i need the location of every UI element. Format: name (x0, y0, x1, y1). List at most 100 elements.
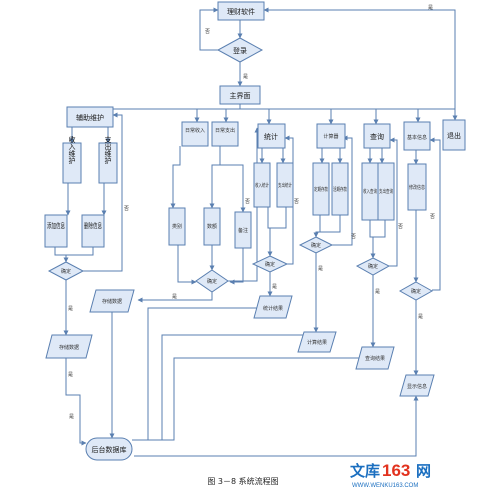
node-basic-info: 基本信息 (403, 121, 431, 151)
node-show-info: 显示信息 (399, 374, 435, 397)
node-category: 类别 (168, 207, 186, 246)
svg-text:类别: 类别 (172, 223, 182, 230)
svg-text:计算器: 计算器 (323, 133, 338, 140)
node-confirm-calc: 确定 (298, 236, 334, 254)
edge-label-yes-calc: 是 (318, 266, 323, 272)
node-calc: 计算器 (316, 123, 346, 149)
node-income-stats: 收入统计 (253, 162, 271, 208)
edge-label-no-login: 否 (205, 29, 210, 35)
svg-text:理财软件: 理财软件 (227, 7, 255, 16)
node-modify-info: 修改信息 (407, 163, 427, 211)
svg-text:后台数据库: 后台数据库 (92, 445, 127, 454)
node-current-deposit: 活期存款 (331, 162, 349, 216)
connectors (54, 7, 458, 457)
edge-label-yes-query: 是 (375, 289, 380, 295)
node-confirm-aux: 确定 (47, 261, 85, 281)
node-aux: 辅助维护 (66, 106, 114, 128)
svg-text:退出: 退出 (447, 131, 461, 140)
svg-text:统计结果: 统计结果 (263, 305, 283, 312)
watermark-logo: 文库 163 网 WWW.WENKU163.COM (350, 461, 431, 489)
node-confirm-daily: 确定 (195, 269, 229, 293)
svg-text:确定: 确定 (411, 288, 421, 295)
node-remark: 备注 (234, 211, 252, 249)
edge-label-yes-stats: 是 (272, 284, 277, 290)
node-confirm-query: 确定 (355, 257, 391, 276)
node-query-result: 查询结果 (355, 346, 395, 370)
node-expense-stats: 支出统计 (276, 162, 294, 208)
node-fixed-deposit: 定期存款 (312, 162, 330, 216)
svg-text:支出统计: 支出统计 (278, 182, 292, 189)
edge-label-no-daily: 否 (245, 199, 250, 205)
svg-text:查询: 查询 (370, 132, 384, 141)
svg-text:定期存款: 定期存款 (314, 186, 328, 193)
edge-label-no-query: 否 (398, 224, 403, 230)
node-amount: 数额 (203, 207, 221, 246)
figure-caption: 图 3－8 系统流程图 (207, 476, 278, 486)
svg-text:删除信息: 删除信息 (84, 221, 102, 230)
svg-text:支出查询: 支出查询 (379, 188, 393, 195)
node-exit: 退出 (442, 119, 466, 151)
svg-text:日常收入: 日常收入 (185, 127, 205, 134)
node-expense-maint: 支出维护 (98, 135, 118, 184)
edge-label-no-stats: 否 (294, 199, 299, 205)
svg-text:收入维护: 收入维护 (68, 135, 76, 165)
edge-label-no-aux: 否 (124, 206, 129, 212)
node-stats: 统计 (257, 123, 286, 149)
edge-label-yes-store: 是 (68, 372, 73, 378)
edge-labels: 否 是 是 否 是 是 是 否 是 否 是 否 是 否 是 否 是 (68, 5, 435, 420)
node-query: 查询 (363, 123, 391, 149)
svg-text:支出维护: 支出维护 (104, 135, 112, 165)
node-calc-result: 计算结果 (297, 331, 337, 353)
svg-text:辅助维护: 辅助维护 (76, 113, 104, 122)
edge-label-yes-basic: 是 (418, 314, 423, 320)
edge-label-yes-daily: 是 (172, 294, 177, 300)
node-store-aux: 存储数据 (45, 334, 93, 359)
watermark-url: WWW.WENKU163.COM (352, 483, 418, 489)
node-expense-query: 支出查询 (377, 162, 395, 221)
node-software: 理财软件 (217, 1, 265, 21)
svg-text:收入统计: 收入统计 (255, 182, 269, 189)
edge-label-yes-db: 是 (69, 414, 74, 420)
svg-text:数额: 数额 (207, 223, 217, 230)
svg-text:确定: 确定 (61, 268, 71, 275)
watermark-brand: 文库 (350, 462, 380, 480)
svg-text:统计: 统计 (264, 132, 278, 141)
svg-text:确定: 确定 (207, 278, 217, 285)
svg-text:主界面: 主界面 (230, 91, 251, 100)
node-income-query: 收入查询 (361, 162, 379, 221)
svg-text:添加信息: 添加信息 (47, 221, 65, 230)
svg-text:确定: 确定 (311, 242, 321, 249)
node-daily-income: 日常收入 (181, 121, 209, 147)
svg-text:计算结果: 计算结果 (307, 339, 327, 346)
edge-label-yes-login: 是 (243, 74, 248, 80)
watermark-num: 163 (382, 461, 410, 480)
svg-text:收入查询: 收入查询 (363, 188, 377, 195)
node-confirm-basic: 确定 (398, 281, 434, 301)
svg-text:确定: 确定 (368, 263, 378, 270)
node-store-daily: 存储数据 (89, 289, 135, 313)
edge-label-no-basic: 否 (430, 214, 435, 220)
node-login: 登录 (216, 37, 264, 63)
svg-text:基本信息: 基本信息 (407, 134, 427, 141)
node-confirm-stats: 确定 (251, 255, 289, 273)
node-stats-result: 统计结果 (253, 295, 293, 319)
svg-text:存储数据: 存储数据 (59, 344, 79, 351)
svg-text:显示信息: 显示信息 (407, 383, 427, 390)
svg-text:查询结果: 查询结果 (365, 355, 385, 362)
edge-label-yes-exit: 是 (428, 5, 433, 11)
svg-text:修改信息: 修改信息 (409, 184, 425, 191)
svg-text:活期存款: 活期存款 (333, 186, 347, 193)
svg-text:日常支出: 日常支出 (215, 127, 235, 134)
node-main: 主界面 (219, 85, 261, 105)
node-daily-expense: 日常支出 (211, 121, 239, 147)
watermark-net: 网 (416, 463, 431, 480)
svg-text:存储数据: 存储数据 (102, 298, 122, 305)
svg-text:备注: 备注 (238, 227, 248, 234)
edge-label-no-calc: 否 (351, 234, 356, 240)
svg-text:登录: 登录 (233, 46, 247, 55)
edge-label-yes-aux: 是 (68, 306, 73, 312)
node-add-info: 添加信息 (44, 214, 68, 248)
node-del-info: 删除信息 (81, 214, 105, 248)
node-income-maint: 收入维护 (62, 135, 82, 184)
